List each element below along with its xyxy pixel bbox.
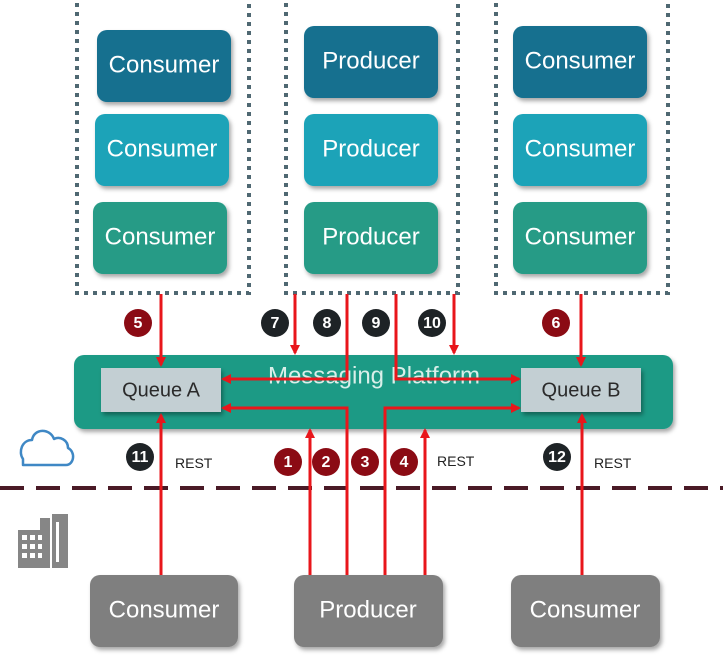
badge-5-label: 5	[134, 315, 143, 332]
cloud-consumer-right-3-label: Consumer	[525, 223, 636, 250]
cloud-consumer-right-3	[513, 202, 647, 274]
badge-5: 5	[124, 309, 152, 337]
onprem-producer-label: Producer	[319, 596, 416, 623]
rest-label-right: REST	[594, 455, 632, 471]
cloud-consumer-left-3-label: Consumer	[105, 223, 216, 250]
queue-a-label: Queue A	[122, 379, 201, 401]
rest-label-middle: REST	[437, 453, 475, 469]
badge-11-label: 11	[132, 449, 149, 466]
building-icon	[18, 514, 68, 568]
onprem-consumer-right-label: Consumer	[530, 596, 641, 623]
cloud-consumer-left-2-label: Consumer	[107, 135, 218, 162]
cloud-consumer-right-1	[513, 26, 647, 98]
badge-8-label: 8	[323, 315, 332, 332]
arrow-2	[221, 403, 349, 575]
badge-3: 3	[351, 448, 379, 476]
badge-6-label: 6	[552, 315, 561, 332]
cloud-producer-3	[304, 202, 438, 274]
cloud-consumer-left-3	[93, 202, 227, 274]
badge-6: 6	[542, 309, 570, 337]
badge-4: 4	[390, 448, 418, 476]
cloud-producer-2	[304, 114, 438, 186]
rest-label-left: REST	[175, 455, 213, 471]
onprem-consumer-right	[511, 575, 660, 647]
badge-2: 2	[312, 448, 340, 476]
onprem-consumer-left-label: Consumer	[109, 596, 220, 623]
badge-2-label: 2	[322, 454, 331, 471]
arrow-3	[383, 403, 521, 575]
cloud-consumer-right-2	[513, 114, 647, 186]
badge-7: 7	[261, 309, 289, 337]
queue-b	[521, 368, 641, 412]
badge-10-label: 10	[423, 315, 441, 332]
badge-1-label: 1	[284, 454, 293, 471]
badge-9: 9	[362, 309, 390, 337]
cloud-producer-1	[304, 26, 438, 98]
queue-b-label: Queue B	[542, 379, 621, 401]
cloud-icon	[19, 429, 75, 467]
cloud-consumer-left-1-label: Consumer	[109, 51, 220, 78]
badge-9-label: 9	[372, 315, 381, 332]
badge-4-label: 4	[400, 454, 409, 471]
cloud-producer-3-label: Producer	[322, 223, 419, 250]
queue-a	[101, 368, 221, 412]
badge-11: 11	[126, 443, 154, 471]
badge-3-label: 3	[361, 454, 370, 471]
cloud-producer-1-label: Producer	[322, 47, 419, 74]
badge-7-label: 7	[271, 315, 280, 332]
cloud-consumer-left-1	[97, 30, 231, 102]
cloud-consumer-left-2	[95, 114, 229, 186]
arrow-8	[221, 294, 349, 384]
onprem-producer	[294, 575, 443, 647]
cloud-producer-2-label: Producer	[322, 135, 419, 162]
onprem-consumer-left	[90, 575, 238, 647]
arrow-9	[394, 294, 521, 384]
badge-12-label: 12	[548, 449, 566, 466]
cloud-consumer-right-1-label: Consumer	[525, 47, 636, 74]
badge-10: 10	[418, 309, 446, 337]
badge-12: 12	[543, 443, 571, 471]
cloud-consumer-right-2-label: Consumer	[525, 135, 636, 162]
badge-1: 1	[274, 448, 302, 476]
badge-8: 8	[313, 309, 341, 337]
messaging-platform-label: Messaging Platform	[268, 362, 480, 389]
